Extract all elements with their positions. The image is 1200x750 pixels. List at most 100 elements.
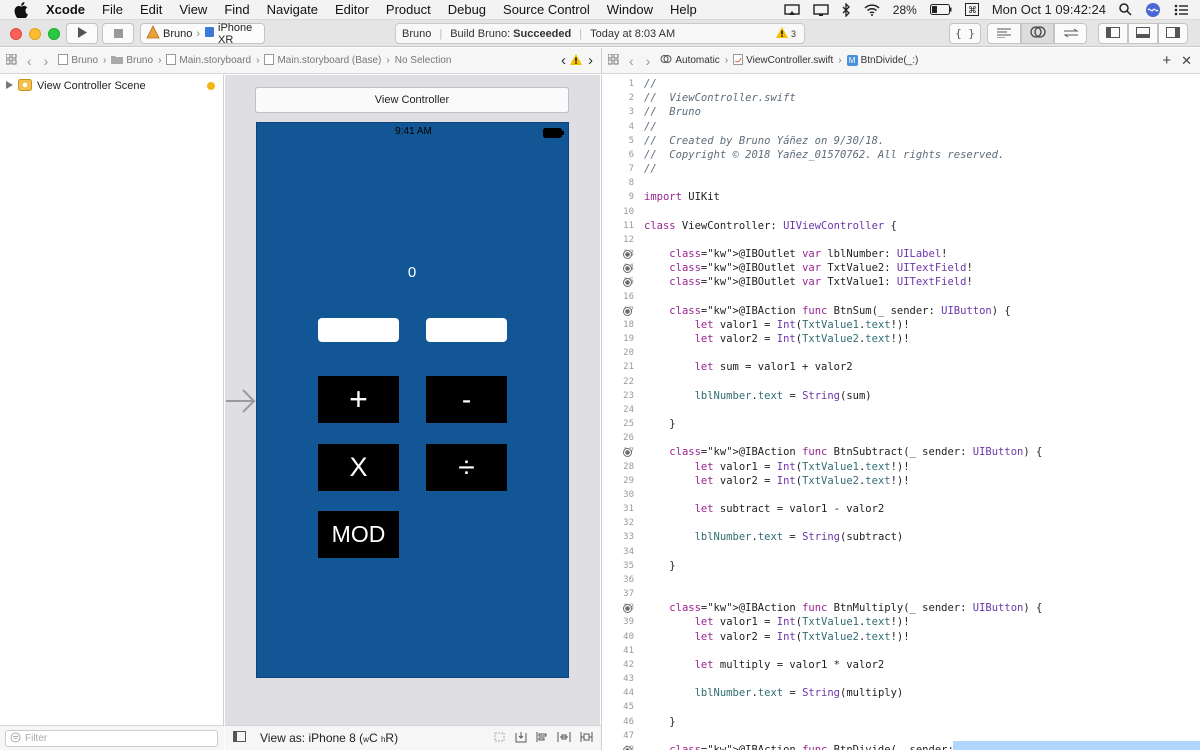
standard-editor-button[interactable] bbox=[987, 23, 1021, 44]
txt-value2-field[interactable] bbox=[426, 318, 507, 342]
line-number: 41 bbox=[623, 645, 634, 656]
disclosure-triangle-icon[interactable] bbox=[6, 80, 13, 92]
menu-window[interactable]: Window bbox=[606, 2, 653, 17]
notification-center-icon[interactable] bbox=[1174, 4, 1188, 16]
embed-in-icon[interactable] bbox=[515, 731, 527, 746]
clock[interactable]: Mon Oct 1 09:42:24 bbox=[991, 2, 1106, 17]
forward-arrow-icon[interactable]: › bbox=[43, 52, 49, 69]
add-editor-icon[interactable]: + bbox=[1162, 52, 1172, 69]
breadcrumb-item[interactable]: No Selection bbox=[394, 55, 452, 66]
connection-dot-icon[interactable] bbox=[623, 264, 632, 274]
view-as-device[interactable]: View as: iPhone 8 (wC hR) bbox=[260, 731, 398, 745]
symbol-label[interactable]: BtnDivide(_:) bbox=[860, 55, 919, 66]
status-divider: | bbox=[439, 27, 443, 40]
line-number: 4 bbox=[628, 121, 634, 132]
add-constraints-icon[interactable] bbox=[557, 731, 571, 746]
run-button[interactable] bbox=[66, 23, 98, 44]
warning-icon[interactable] bbox=[775, 26, 788, 41]
screen-mirror-icon[interactable] bbox=[784, 3, 800, 16]
forward-arrow-icon[interactable]: › bbox=[645, 52, 651, 69]
minimize-window-button[interactable] bbox=[29, 28, 41, 40]
mod-button[interactable]: MOD bbox=[318, 511, 399, 558]
related-items-icon[interactable] bbox=[607, 53, 619, 68]
line-number: 7 bbox=[628, 164, 634, 175]
menu-bar: Xcode File Edit View Find Navigate Edito… bbox=[0, 0, 1200, 20]
siri-icon[interactable] bbox=[1145, 2, 1161, 18]
code-text: lblNumber.text = String(sum) bbox=[694, 389, 872, 402]
stop-icon bbox=[113, 27, 123, 41]
menu-product[interactable]: Product bbox=[385, 2, 431, 17]
warning-icon[interactable] bbox=[570, 53, 582, 68]
outline-row-scene[interactable]: View Controller Scene bbox=[0, 76, 223, 96]
toggle-inspector-button[interactable] bbox=[1158, 23, 1188, 44]
menu-view[interactable]: View bbox=[179, 2, 208, 17]
breadcrumb-item[interactable]: Main.storyboard bbox=[179, 55, 252, 66]
back-arrow-icon[interactable]: ‹ bbox=[27, 52, 32, 69]
menu-source-control[interactable]: Source Control bbox=[503, 2, 590, 17]
line-number: 30 bbox=[623, 489, 634, 500]
chevron-right-icon: › bbox=[158, 55, 162, 66]
zoom-window-button[interactable] bbox=[48, 28, 60, 40]
txt-value1-field[interactable] bbox=[318, 318, 399, 342]
chevron-right-icon[interactable]: › bbox=[588, 52, 593, 69]
connection-dot-icon[interactable] bbox=[623, 278, 632, 288]
filter-placeholder: Filter bbox=[25, 733, 48, 744]
keyboard-input-icon[interactable]: ⌘ bbox=[964, 3, 979, 16]
spotlight-search-icon[interactable] bbox=[1119, 3, 1132, 16]
breadcrumb-item[interactable]: Main.storyboard (Base) bbox=[277, 55, 382, 66]
wifi-icon[interactable] bbox=[864, 3, 880, 16]
multiply-button[interactable]: X bbox=[318, 444, 399, 491]
menu-edit[interactable]: Edit bbox=[139, 2, 163, 17]
update-frames-icon[interactable] bbox=[493, 731, 506, 746]
resolve-issues-icon[interactable] bbox=[580, 731, 593, 746]
display-icon[interactable] bbox=[813, 3, 829, 16]
bluetooth-icon[interactable] bbox=[842, 2, 851, 17]
subtract-button[interactable]: - bbox=[426, 376, 507, 423]
chevron-left-icon[interactable]: ‹ bbox=[561, 52, 566, 69]
iphone-screen[interactable]: 9:41 AM 0 + - X ÷ MOD bbox=[256, 122, 569, 678]
back-arrow-icon[interactable]: ‹ bbox=[629, 52, 634, 69]
assistant-editor-button[interactable] bbox=[1021, 23, 1054, 44]
connection-dot-icon[interactable] bbox=[623, 306, 632, 316]
connection-dot-icon[interactable] bbox=[623, 745, 632, 750]
menu-debug[interactable]: Debug bbox=[447, 2, 487, 17]
filter-field[interactable]: Filter bbox=[5, 730, 218, 747]
menu-find[interactable]: Find bbox=[224, 2, 250, 17]
align-icon[interactable] bbox=[536, 731, 548, 746]
menu-navigate[interactable]: Navigate bbox=[266, 2, 318, 17]
connection-dot-icon[interactable] bbox=[623, 250, 632, 260]
divide-button[interactable]: ÷ bbox=[426, 444, 507, 491]
library-button[interactable]: { } bbox=[949, 23, 981, 44]
related-items-icon[interactable] bbox=[5, 53, 17, 68]
line-number: 1 bbox=[628, 79, 634, 89]
close-window-button[interactable] bbox=[10, 28, 22, 40]
connection-dot-icon[interactable] bbox=[623, 448, 632, 458]
view-controller-title-bar[interactable]: View Controller bbox=[255, 87, 569, 113]
code-text: let valor2 = Int(TxtValue2.text!)! bbox=[694, 333, 910, 346]
battery-icon[interactable] bbox=[929, 4, 952, 15]
close-editor-icon[interactable]: ✕ bbox=[1181, 52, 1192, 68]
toggle-debug-area-button[interactable] bbox=[1128, 23, 1158, 44]
scheme-selector[interactable]: Bruno › iPhone XR bbox=[140, 22, 265, 46]
stop-button[interactable] bbox=[102, 23, 134, 44]
sum-button[interactable]: + bbox=[318, 376, 399, 423]
connection-dot-icon[interactable] bbox=[623, 604, 632, 614]
arrows-swap-icon bbox=[1062, 27, 1079, 41]
breadcrumb-item[interactable]: Bruno bbox=[71, 55, 99, 66]
assistant-mode-label[interactable]: Automatic bbox=[675, 55, 720, 66]
menu-file[interactable]: File bbox=[102, 2, 123, 17]
apple-icon[interactable] bbox=[14, 1, 30, 18]
menu-app-name[interactable]: Xcode bbox=[46, 2, 86, 17]
menu-editor[interactable]: Editor bbox=[334, 2, 369, 17]
outline-toggle-icon[interactable] bbox=[233, 731, 246, 745]
warning-count[interactable]: 3 bbox=[790, 28, 796, 39]
storyboard-jump-bar: ‹ › Bruno › Bruno › Main.storyboard › Ma… bbox=[0, 48, 601, 74]
version-editor-button[interactable] bbox=[1054, 23, 1087, 44]
line-number: 10 bbox=[623, 206, 634, 217]
breadcrumb-item[interactable]: Bruno bbox=[126, 55, 154, 66]
menu-help[interactable]: Help bbox=[670, 2, 697, 17]
line-number: 8 bbox=[628, 178, 634, 189]
file-name-label[interactable]: ViewController.swift bbox=[746, 55, 834, 66]
toggle-navigator-button[interactable] bbox=[1098, 23, 1128, 44]
